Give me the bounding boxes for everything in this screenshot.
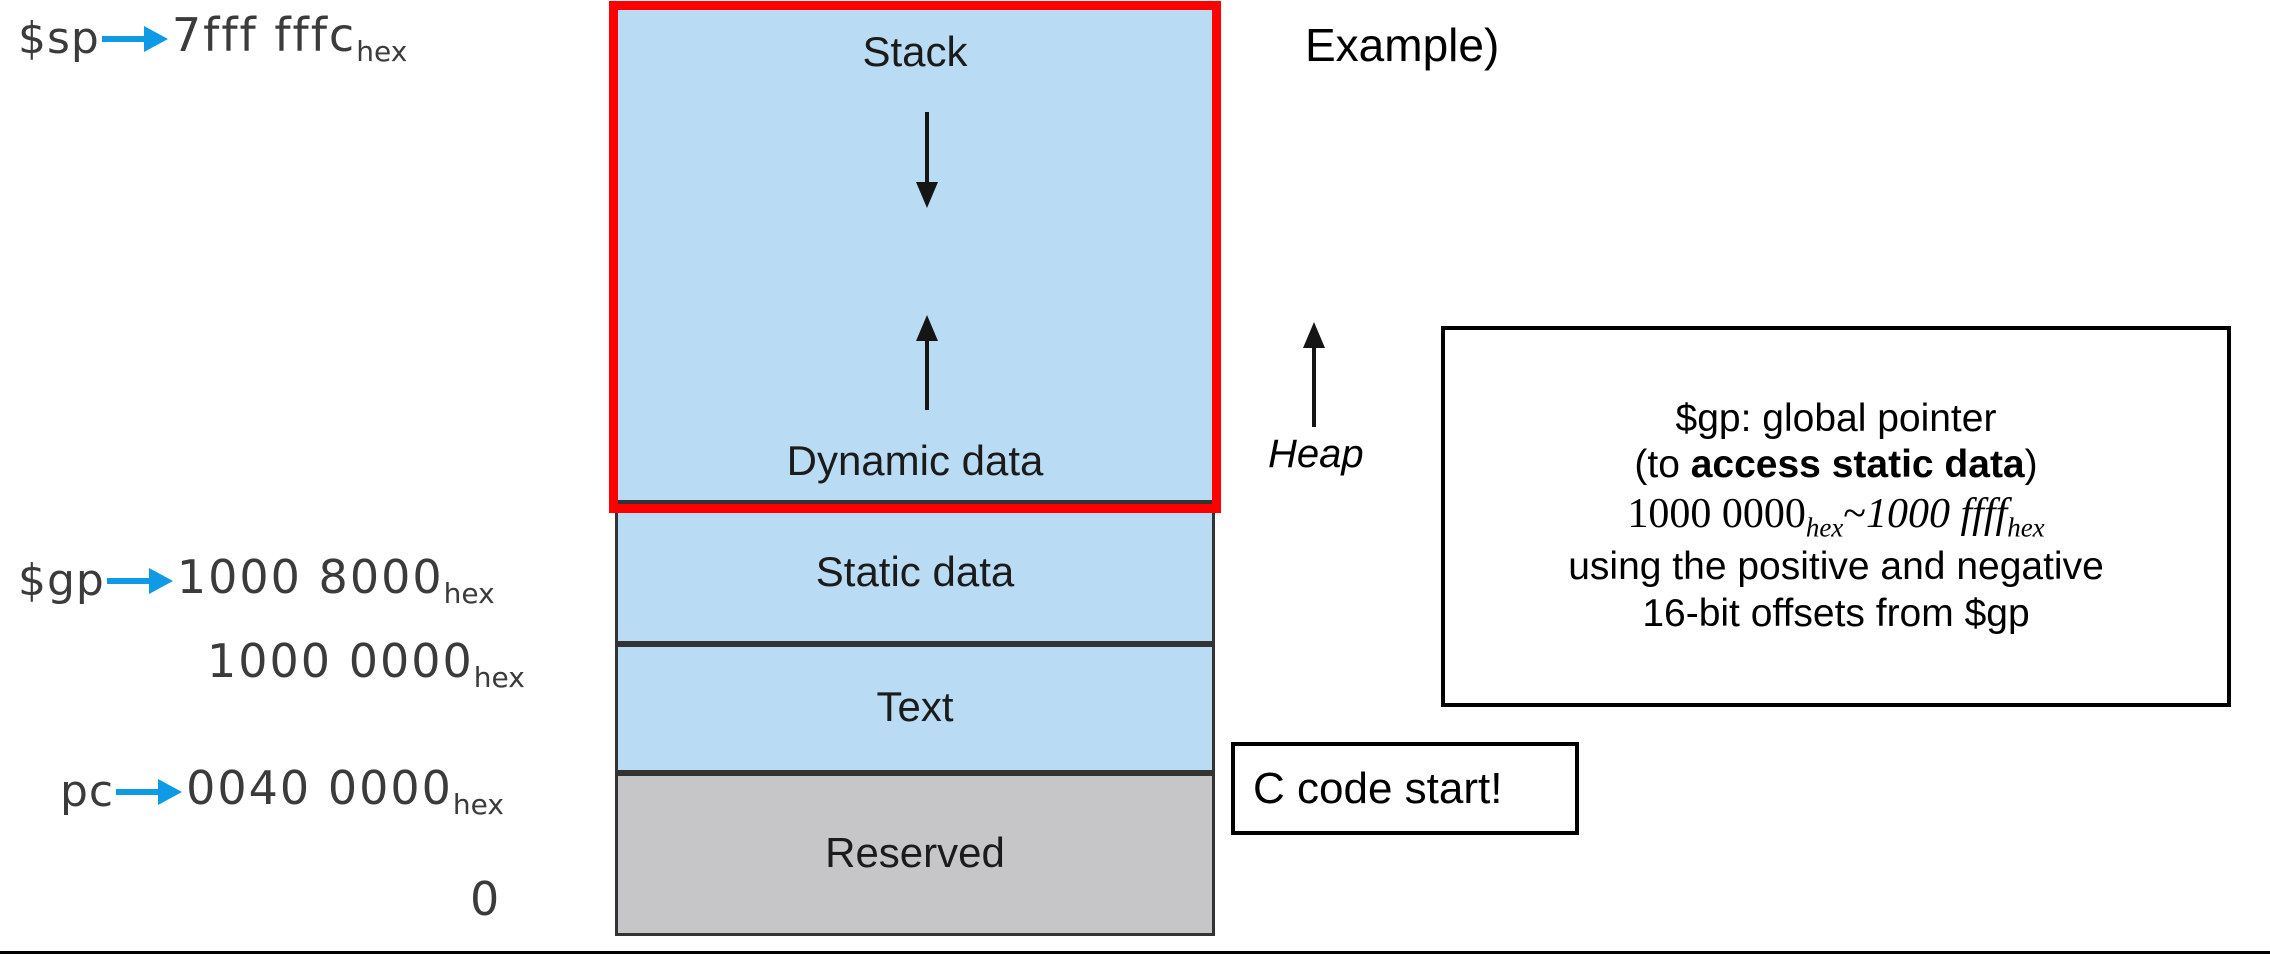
gp-note-address-range: 1000 0000hex~1000 ffffhex bbox=[1627, 489, 2044, 544]
address-label-zero: 0 bbox=[470, 872, 501, 926]
bottom-divider bbox=[0, 951, 2270, 954]
address-label-gp: $gp 1000 8000hex bbox=[18, 550, 495, 610]
range-start-subscript: hex bbox=[1805, 512, 1844, 543]
memory-segment-text[interactable]: Text bbox=[615, 644, 1215, 773]
heap-label: Heap bbox=[1268, 432, 1364, 476]
arrow-head bbox=[916, 182, 938, 208]
arrow-down-icon-stack-growth bbox=[912, 112, 942, 208]
arrow-up-icon-heap bbox=[1299, 322, 1329, 427]
pointer-arrow-icon-sp bbox=[101, 23, 168, 53]
memory-segment-stack-and-dynamic-data[interactable]: Stack Dynamic data bbox=[615, 6, 1215, 503]
range-start: 1000 0000 bbox=[1627, 491, 1806, 538]
range-end: 1000 ffff bbox=[1866, 491, 2008, 538]
pointer-arrow-icon-pc bbox=[116, 776, 183, 806]
segment-label-text: Text bbox=[876, 682, 954, 730]
memory-map-diagram: Stack Dynamic data Static data Text Rese… bbox=[615, 6, 1215, 936]
hex-subscript: hex bbox=[356, 35, 408, 69]
address-value-static-base: 1000 0000hex bbox=[207, 634, 525, 695]
gp-note-line-1: $gp: global pointer bbox=[1675, 396, 1997, 440]
segment-label-dynamic-data: Dynamic data bbox=[786, 437, 1044, 484]
segment-label-static-data: Static data bbox=[815, 547, 1015, 595]
arrow-shaft bbox=[925, 112, 929, 184]
address-label-pc: pc 0040 0000hex bbox=[60, 761, 504, 821]
segment-label-reserved: Reserved bbox=[825, 828, 1005, 876]
range-end-subscript: hex bbox=[2007, 512, 2045, 543]
c-code-start-callout-box: C code start! bbox=[1231, 742, 1579, 835]
register-name-sp: $sp bbox=[18, 12, 100, 64]
hex-subscript: hex bbox=[452, 788, 504, 822]
register-name-pc: pc bbox=[60, 765, 115, 817]
gp-note-line-5: 16-bit offsets from $gp bbox=[1642, 591, 2030, 635]
memory-segment-reserved[interactable]: Reserved bbox=[615, 773, 1215, 936]
address-value-pc: 0040 0000hex bbox=[186, 761, 504, 822]
register-name-gp: $gp bbox=[18, 554, 105, 606]
gp-note-line-2-prefix: (to bbox=[1634, 443, 1691, 487]
gp-note-line-2-suffix: ) bbox=[2024, 443, 2038, 487]
arrow-head bbox=[1303, 322, 1325, 348]
address-value-gp: 1000 8000hex bbox=[176, 550, 495, 611]
gp-note-line-4: using the positive and negative bbox=[1568, 544, 2104, 588]
address-label-static-base: 1000 0000hex bbox=[207, 634, 525, 694]
arrow-up-icon-dynamic-data-growth bbox=[912, 315, 942, 410]
arrow-shaft bbox=[925, 338, 929, 410]
c-code-start-label: C code start! bbox=[1253, 763, 1503, 813]
hex-subscript: hex bbox=[443, 577, 495, 611]
segment-label-stack: Stack bbox=[862, 28, 968, 75]
arrow-shaft bbox=[1312, 347, 1316, 427]
hex-subscript: hex bbox=[473, 661, 525, 695]
pointer-arrow-icon-gp bbox=[106, 565, 173, 595]
gp-description-callout-box: $gp: global pointer (to access static da… bbox=[1441, 326, 2231, 707]
range-tilde: ~ bbox=[1843, 491, 1867, 538]
arrow-head bbox=[916, 315, 938, 341]
gp-note-line-2: (to access static data) bbox=[1634, 442, 2037, 489]
memory-segment-static-data[interactable]: Static data bbox=[615, 503, 1215, 644]
address-value-zero: 0 bbox=[470, 872, 502, 926]
gp-note-line-2-emphasis: access static data bbox=[1690, 443, 2025, 487]
example-label: Example) bbox=[1305, 19, 1500, 71]
address-value-sp: 7fff fffchex bbox=[171, 8, 408, 69]
address-label-sp: $sp 7fff fffchex bbox=[18, 8, 407, 68]
